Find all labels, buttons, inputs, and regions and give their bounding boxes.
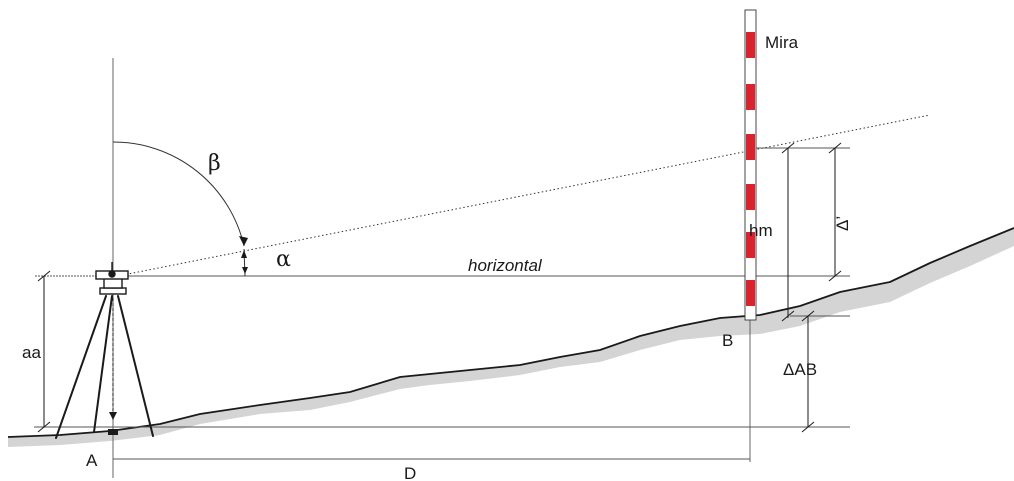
alpha-symbol: α — [276, 247, 291, 272]
leveling-rod — [744, 9, 757, 321]
aa-dimension — [37, 270, 51, 433]
beta-arc — [112, 141, 245, 247]
delta-ab-label: ΔAB — [783, 360, 817, 379]
delta-prime-dimension — [828, 142, 842, 282]
theodolite-icon — [95, 262, 129, 295]
plumb-arrow — [109, 412, 117, 420]
hm-label: hm — [749, 221, 773, 240]
alpha-arrowhead-bottom — [242, 267, 248, 274]
delta-ab-dimension — [801, 310, 815, 433]
beta-symbol: β — [208, 151, 221, 176]
aa-label: aa — [22, 343, 41, 362]
horizontal-label: horizontal — [468, 256, 543, 275]
hm-dimension — [781, 142, 795, 322]
a-label: A — [86, 451, 98, 470]
beta-arrowhead — [239, 236, 248, 246]
ground-profile — [7, 227, 1014, 438]
ground-marker — [108, 429, 118, 435]
tripod — [55, 295, 154, 439]
inclined-sight-line — [117, 114, 931, 277]
b-label: B — [722, 331, 733, 350]
delta-prime-label: Δ’ — [833, 216, 852, 231]
alpha-arrowhead-top — [241, 250, 247, 258]
d-label: D — [404, 464, 416, 481]
mira-label: Mira — [765, 33, 799, 52]
